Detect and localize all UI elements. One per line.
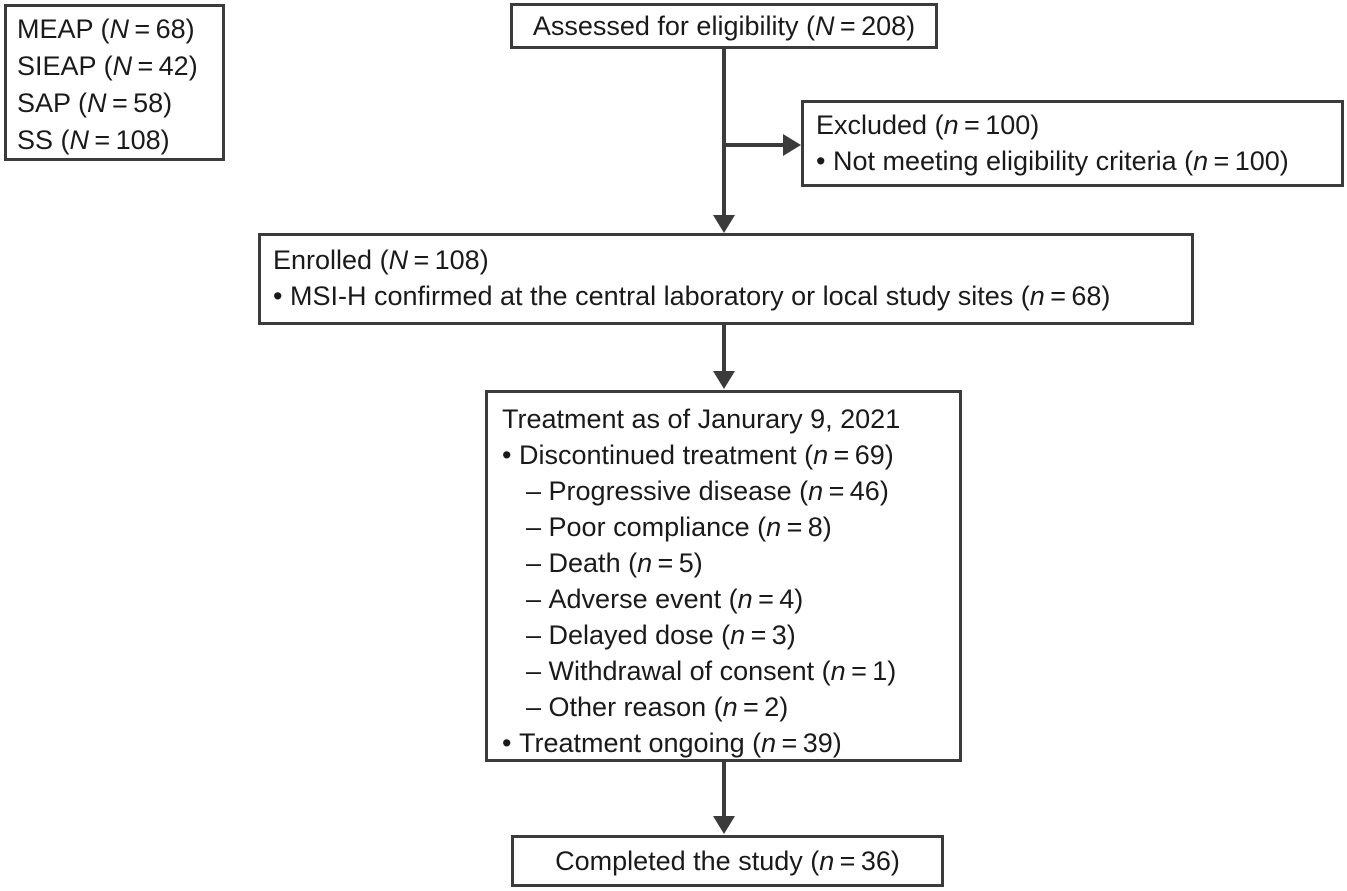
enrolled-stat-symbol: N [388,245,409,275]
treatment-subitem-value: 1 [872,656,888,686]
assessed-title: Assessed for eligibility (N = 208) [532,11,916,41]
legend-label: SAP [17,88,71,118]
arrowhead-treatment [713,371,735,389]
legend-stat-symbol: N [112,51,133,81]
connector-treatment-to-completed [722,762,726,819]
treatment-subitem-stat-symbol: n [830,656,846,686]
excluded-box: Excluded (n = 100) • Not meeting eligibi… [801,100,1344,187]
legend-value: 58 [133,88,164,118]
legend-value: 42 [158,51,189,81]
legend-row: SAP (N = 58) [17,88,173,118]
enrolled-item-value: 68 [1071,281,1102,311]
treatment-subitem: – Adverse event (n = 4) [526,584,804,614]
connector-to-excluded [722,143,784,147]
excluded-item-stat-symbol: n [1193,146,1209,176]
treatment-subitem-stat-symbol: n [637,548,653,578]
legend-value: 108 [115,125,161,155]
treatment-item-text: Treatment ongoing [518,728,745,758]
excluded-item-value: 100 [1234,146,1280,176]
treatment-subitem-text: Withdrawal of consent [548,656,815,686]
legend-row: SS (N = 108) [17,125,170,155]
treatment-subitem-text: Poor compliance [548,512,750,542]
treatment-subitem: – Delayed dose (n = 3) [526,620,796,650]
completed-value: 36 [860,846,891,876]
excluded-title: Excluded (n = 100) [816,110,1040,140]
treatment-item: • Treatment ongoing (n = 39) [502,728,842,758]
enrolled-item: • MSI-H confirmed at the central laborat… [273,281,1111,311]
legend-stat-symbol: N [109,14,130,44]
treatment-subitem-value: 5 [678,548,694,578]
treatment-subitem: – Death (n = 5) [526,548,703,578]
treatment-item-value: 39 [802,728,833,758]
connector-assessed-to-enrolled [722,49,726,224]
treatment-subitem-text: Progressive disease [548,476,792,506]
legend-stat-symbol: N [87,88,107,118]
treatment-subitem: – Poor compliance (n = 8) [526,512,832,542]
treatment-subitem-value: 3 [771,620,787,650]
treatment-subitem-stat-symbol: n [766,512,782,542]
treatment-item-stat-symbol: n [813,440,829,470]
assessed-value: 208 [861,11,907,41]
treatment-subitem-stat-symbol: n [722,692,738,722]
assessed-for-eligibility-box: Assessed for eligibility (N = 208) [510,3,938,49]
assessed-stat-symbol: N [814,11,835,41]
arrowhead-excluded [783,134,801,156]
treatment-subitem: – Other reason (n = 2) [526,692,789,722]
enrolled-item-stat-symbol: n [1029,281,1045,311]
analysis-population-legend-box: MEAP (N = 68) SIEAP (N = 42) SAP (N = 58… [4,4,225,161]
treatment-subitem-value: 8 [807,512,823,542]
treatment-subitem-stat-symbol: n [737,584,753,614]
enrolled-box: Enrolled (N = 108) • MSI-H confirmed at … [258,233,1194,325]
treatment-title: Treatment as of Janurary 9, 2021 [502,404,901,434]
connector-enrolled-to-treatment [722,325,726,373]
treatment-item: • Discontinued treatment (n = 69) [502,440,894,470]
treatment-subitem-stat-symbol: n [730,620,746,650]
treatment-subitem-value: 2 [764,692,780,722]
treatment-subitem-value: 4 [779,584,795,614]
treatment-subitem-text: Death [548,548,621,578]
treatment-item-text: Discontinued treatment [518,440,797,470]
treatment-status-box: Treatment as of Janurary 9, 2021 • Disco… [485,390,962,762]
legend-label: SIEAP [17,51,97,81]
treatment-subitem-text: Adverse event [548,584,722,614]
enrolled-item-text: MSI-H confirmed at the central laborator… [289,281,1014,311]
completed-stat-symbol: n [819,846,835,876]
legend-value: 68 [155,14,186,44]
excluded-item-text: Not meeting eligibility criteria [832,146,1177,176]
treatment-subitem: – Withdrawal of consent (n = 1) [526,656,897,686]
completed-title: Completed the study (n = 36) [555,846,900,876]
legend-stat-symbol: N [69,125,90,155]
treatment-subitem-stat-symbol: n [808,476,824,506]
excluded-item: • Not meeting eligibility criteria (n = … [816,146,1289,176]
excluded-stat-symbol: n [943,110,959,140]
treatment-subitem-value: 46 [849,476,880,506]
legend-row: MEAP (N = 68) [17,14,195,44]
legend-label: MEAP [17,14,94,44]
treatment-subitem: – Progressive disease (n = 46) [526,476,889,506]
completed-study-box: Completed the study (n = 36) [511,835,944,887]
enrolled-value: 108 [434,245,480,275]
arrowhead-completed [713,816,735,834]
treatment-item-stat-symbol: n [761,728,777,758]
enrolled-title: Enrolled (N = 108) [273,245,489,275]
legend-label: SS [17,125,54,155]
treatment-subitem-text: Other reason [548,692,707,722]
treatment-item-value: 69 [854,440,885,470]
excluded-value: 100 [985,110,1031,140]
treatment-subitem-text: Delayed dose [548,620,714,650]
legend-row: SIEAP (N = 42) [17,51,198,81]
arrowhead-enrolled [713,215,735,233]
